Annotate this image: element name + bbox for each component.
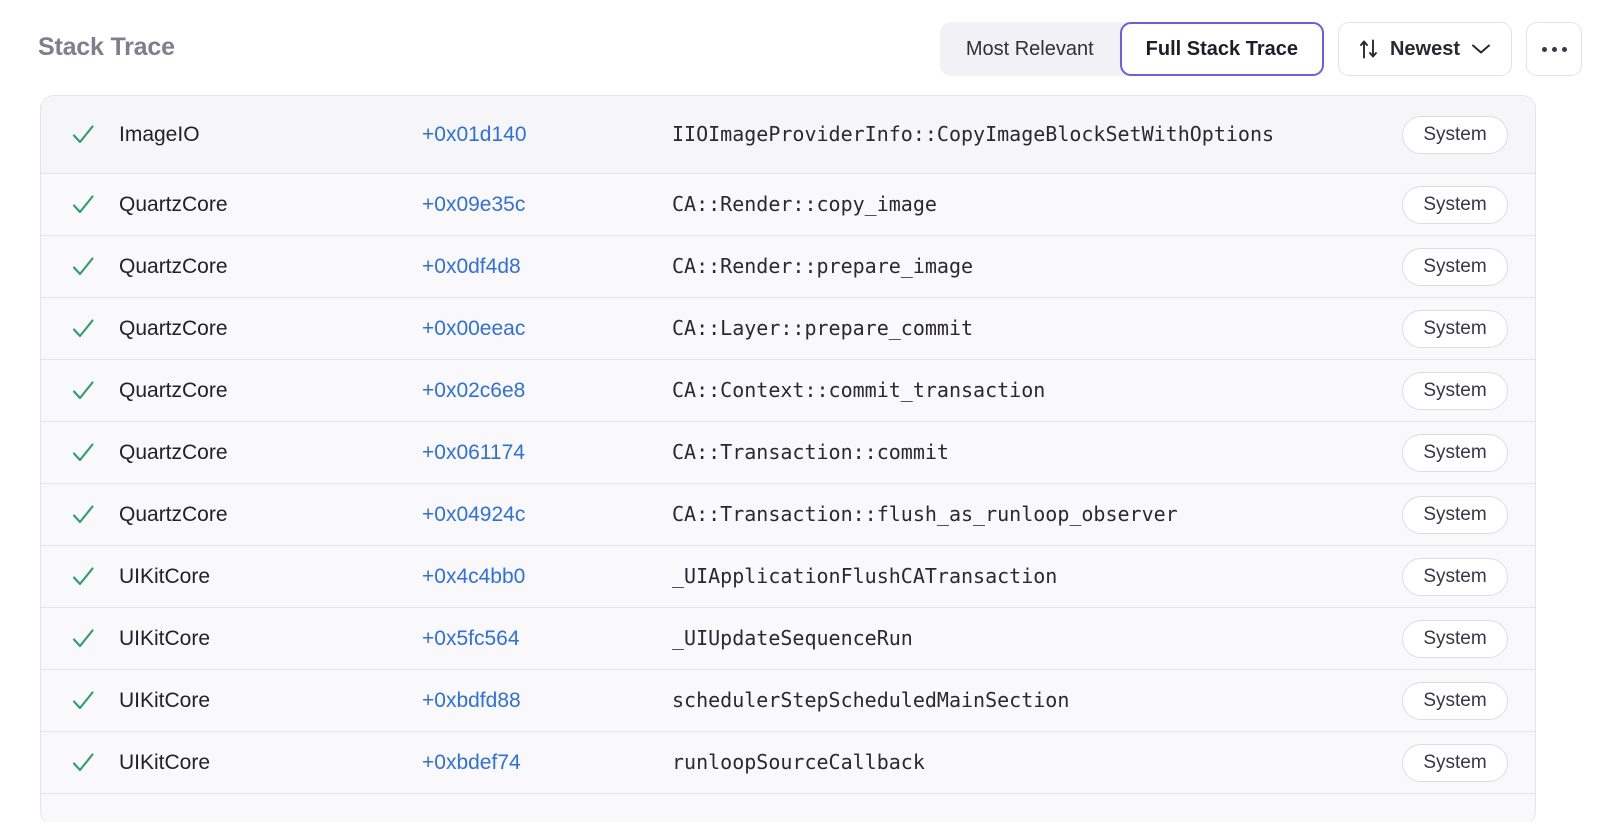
table-row[interactable]: QuartzCore +0x04924c CA::Transaction::fl… — [41, 484, 1535, 546]
status-badge: System — [1402, 743, 1508, 782]
segment-full-stack-trace[interactable]: Full Stack Trace — [1119, 22, 1324, 76]
frame-offset[interactable]: +0x00eeac — [422, 316, 526, 340]
status-badge: System — [1402, 619, 1508, 658]
frame-library: QuartzCore — [119, 316, 228, 340]
frame-symbol: CA::Render::prepare_image — [672, 254, 974, 279]
frame-offset[interactable]: +0xbdfd88 — [422, 688, 521, 712]
frame-badge-wrap: System — [1375, 619, 1535, 658]
table-row[interactable]: QuartzCore +0x0df4d8 CA::Render::prepare… — [41, 236, 1535, 298]
status-badge: System — [1402, 433, 1508, 472]
chevron-down-icon — [1471, 43, 1491, 55]
stack-trace-header: Stack Trace Most Relevant Full Stack Tra… — [0, 0, 1614, 92]
frame-offset[interactable]: +0x04924c — [422, 502, 526, 526]
status-badge: System — [1402, 681, 1508, 720]
sort-label: Newest — [1389, 37, 1460, 60]
frame-status-check-icon — [41, 439, 119, 467]
frame-status-check-icon — [41, 625, 119, 653]
frame-library: ImageIO — [119, 122, 200, 146]
frame-badge-wrap: System — [1375, 495, 1535, 534]
frame-badge-wrap: System — [1375, 557, 1535, 596]
frame-offset[interactable]: +0x5fc564 — [422, 626, 520, 650]
frame-status-check-icon — [41, 377, 119, 405]
frame-library: QuartzCore — [119, 502, 228, 526]
segment-most-relevant[interactable]: Most Relevant — [940, 22, 1120, 76]
more-options-button[interactable] — [1526, 22, 1582, 76]
frame-offset[interactable]: +0xbdef74 — [422, 750, 521, 774]
frame-badge-wrap: System — [1375, 743, 1535, 782]
frame-symbol: CA::Context::commit_transaction — [672, 378, 1046, 403]
view-mode-segmented-control[interactable]: Most Relevant Full Stack Trace — [939, 22, 1324, 76]
table-row[interactable]: QuartzCore +0x02c6e8 CA::Context::commit… — [41, 360, 1535, 422]
frame-status-check-icon — [41, 315, 119, 343]
frame-symbol: schedulerStepScheduledMainSection — [672, 688, 1070, 713]
frame-library: UIKitCore — [119, 688, 211, 712]
frame-symbol: CA::Transaction::commit — [672, 440, 949, 465]
status-badge: System — [1402, 115, 1508, 154]
status-badge: System — [1402, 557, 1508, 596]
frame-status-check-icon — [41, 121, 119, 149]
ellipsis-icon-dot2 — [1551, 46, 1557, 52]
sort-arrows-icon — [1359, 38, 1379, 60]
status-badge: System — [1402, 371, 1508, 410]
status-badge: System — [1402, 185, 1508, 224]
ellipsis-icon — [1541, 46, 1547, 52]
frame-offset[interactable]: +0x0df4d8 — [422, 254, 521, 278]
frame-library: QuartzCore — [119, 192, 228, 216]
frame-badge-wrap: System — [1375, 115, 1535, 154]
frame-symbol: _UIApplicationFlushCATransaction — [672, 564, 1058, 589]
frame-badge-wrap: System — [1375, 185, 1535, 224]
ellipsis-icon-dot3 — [1561, 46, 1567, 52]
frame-status-check-icon — [41, 563, 119, 591]
table-row[interactable]: QuartzCore +0x00eeac CA::Layer::prepare_… — [41, 298, 1535, 360]
table-row[interactable]: UIKitCore +0x4c4bb0 _UIApplicationFlushC… — [41, 546, 1535, 608]
table-row[interactable]: UIKitCore +0xbdef74 runloopSourceCallbac… — [41, 732, 1535, 794]
frame-offset[interactable]: +0x01d140 — [422, 122, 527, 146]
frame-badge-wrap: System — [1375, 309, 1535, 348]
frame-symbol: _UIUpdateSequenceRun — [672, 626, 913, 651]
frame-symbol: CA::Layer::prepare_commit — [672, 316, 974, 341]
frame-symbol: IIOImageProviderInfo::CopyImageBlockSetW… — [672, 122, 1275, 147]
frame-status-check-icon — [41, 501, 119, 529]
frame-library: QuartzCore — [119, 254, 228, 278]
frame-symbol: runloopSourceCallback — [672, 750, 925, 775]
frame-library: QuartzCore — [119, 440, 228, 464]
frame-badge-wrap: System — [1375, 247, 1535, 286]
status-badge: System — [1402, 495, 1508, 534]
status-badge: System — [1402, 309, 1508, 348]
frame-symbol: CA::Render::copy_image — [672, 192, 937, 217]
frame-symbol: CA::Transaction::flush_as_runloop_observ… — [672, 502, 1178, 527]
frame-status-check-icon — [41, 749, 119, 777]
frame-status-check-icon — [41, 191, 119, 219]
frame-offset[interactable]: +0x061174 — [422, 440, 525, 464]
table-row[interactable]: UIKitCore +0x5fc564 _UIUpdateSequenceRun… — [41, 608, 1535, 670]
sort-button[interactable]: Newest — [1337, 22, 1512, 76]
frame-library: QuartzCore — [119, 378, 228, 402]
table-row[interactable]: QuartzCore +0x061174 CA::Transaction::co… — [41, 422, 1535, 484]
table-row[interactable]: QuartzCore +0x09e35c CA::Render::copy_im… — [41, 174, 1535, 236]
stack-frame-list[interactable]: ImageIO +0x01d140 IIOImageProviderInfo::… — [40, 95, 1536, 822]
frame-badge-wrap: System — [1375, 681, 1535, 720]
frame-offset[interactable]: +0x09e35c — [422, 192, 526, 216]
status-badge: System — [1402, 247, 1508, 286]
frame-offset[interactable]: +0x02c6e8 — [422, 378, 526, 402]
page-title: Stack Trace — [38, 33, 175, 61]
frame-library: UIKitCore — [119, 750, 211, 774]
header-actions: Most Relevant Full Stack Trace Newest — [939, 22, 1582, 76]
frame-badge-wrap: System — [1375, 371, 1535, 410]
frame-library: UIKitCore — [119, 564, 211, 588]
frame-library: UIKitCore — [119, 626, 211, 650]
frame-status-check-icon — [41, 253, 119, 281]
table-row[interactable]: UIKitCore +0xbdfd88 schedulerStepSchedul… — [41, 670, 1535, 732]
table-row[interactable]: ImageIO +0x01d140 IIOImageProviderInfo::… — [41, 96, 1535, 174]
frame-badge-wrap: System — [1375, 433, 1535, 472]
frame-status-check-icon — [41, 687, 119, 715]
frame-offset[interactable]: +0x4c4bb0 — [422, 564, 526, 588]
